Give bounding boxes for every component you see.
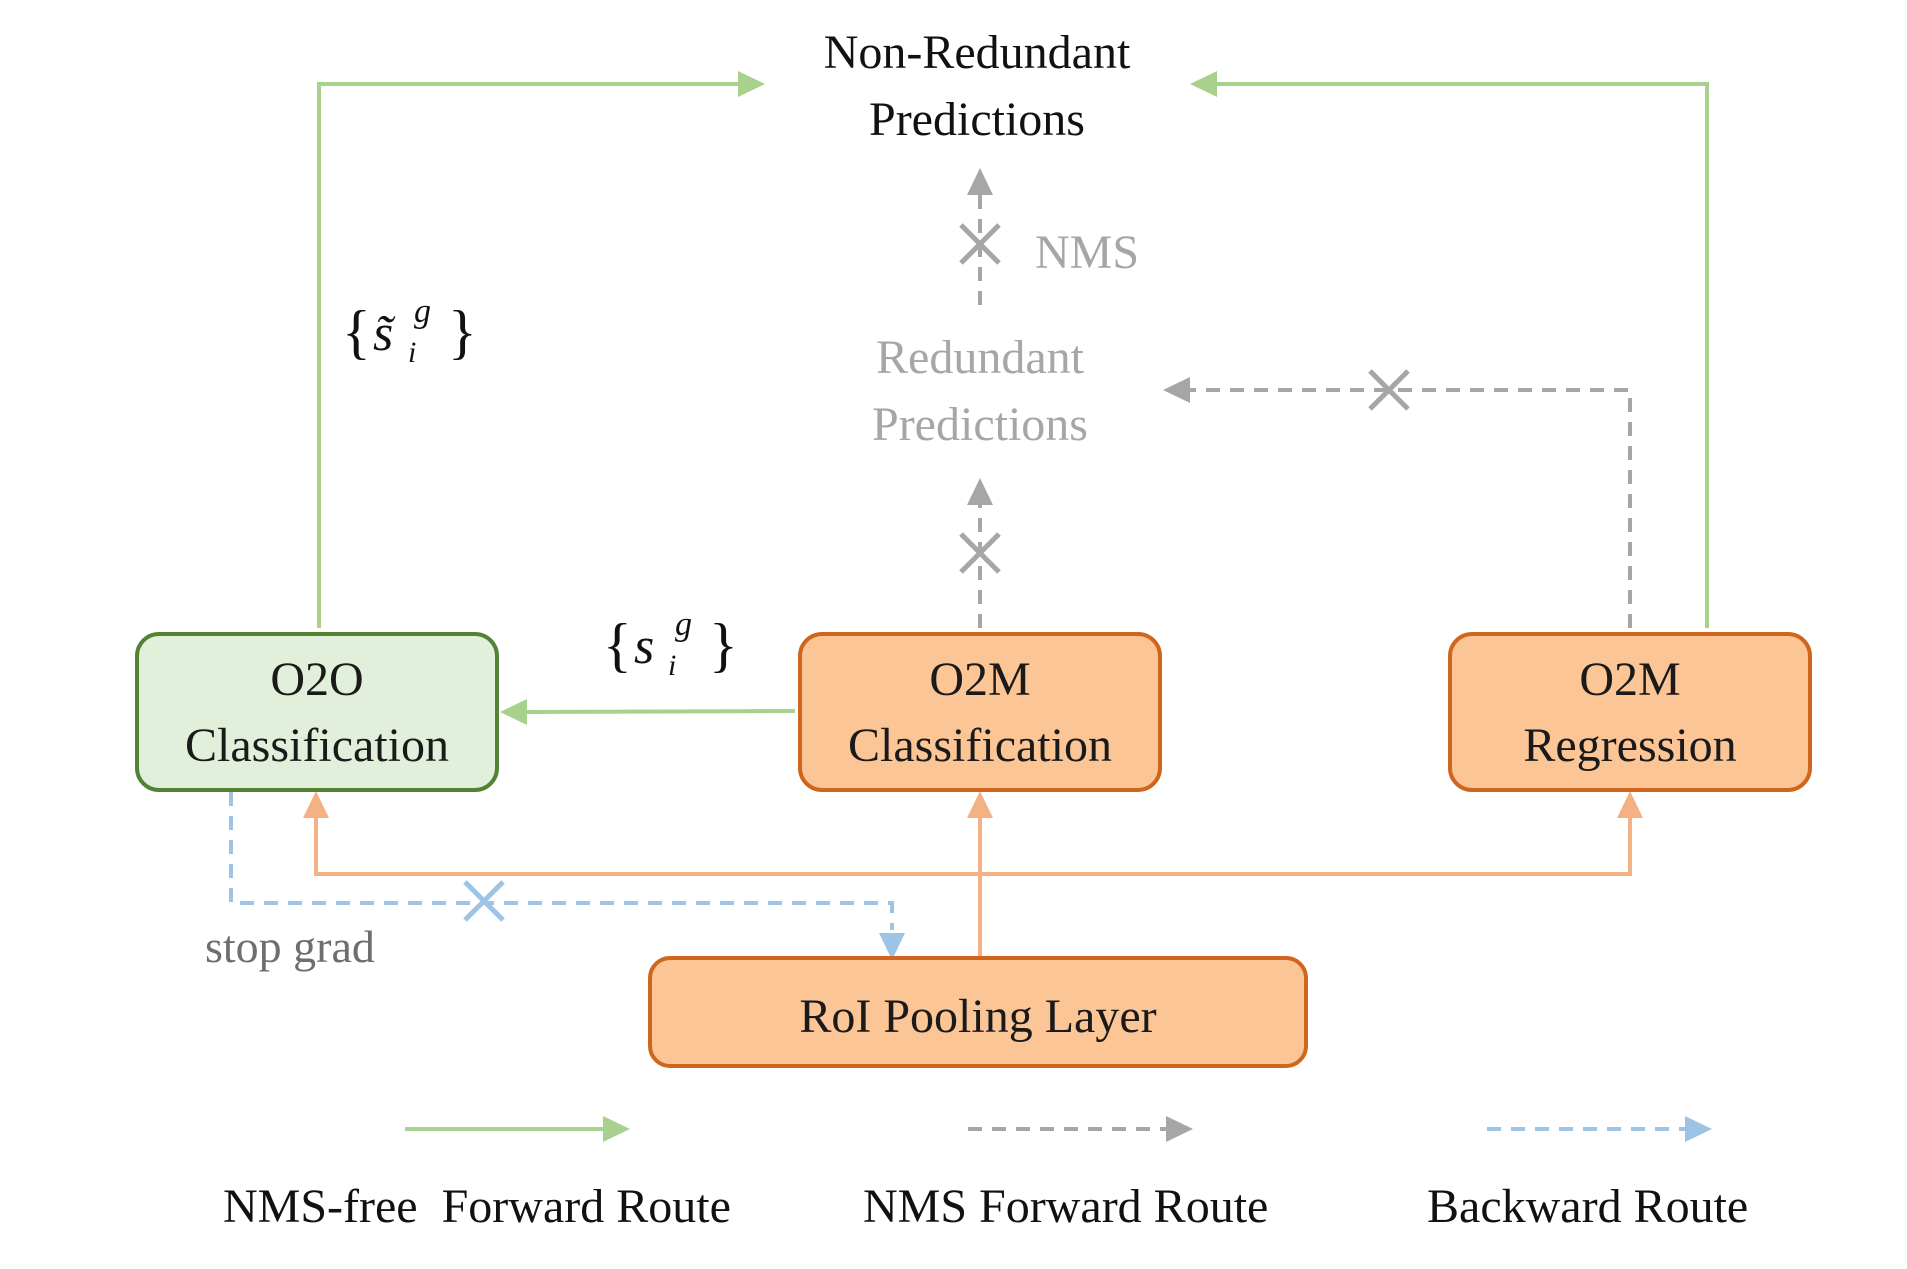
nms-forward-arrowheads xyxy=(967,168,1190,505)
o2mreg-to-redundant-line xyxy=(1190,388,1632,628)
arrowhead-to-nonredundant-right xyxy=(1190,71,1217,97)
cross-icon xyxy=(463,880,505,922)
roi-arrowheads xyxy=(303,791,1643,818)
legend-green-arrowhead xyxy=(603,1116,630,1142)
s-tilde-label: { s̃ g i } xyxy=(342,293,477,369)
math-sub: i xyxy=(668,649,676,682)
arrowhead-to-o2mcls-up xyxy=(967,791,993,818)
legend-blue-arrowhead xyxy=(1685,1116,1712,1142)
gray-cross-marks xyxy=(959,223,1410,574)
o2mcls-to-o2o-line xyxy=(524,709,796,714)
legend-backward-label: Backward Route xyxy=(1427,1180,1748,1233)
legend-gray-arrowhead xyxy=(1166,1116,1193,1142)
o2m-regression-box: O2M Regression xyxy=(1448,632,1812,792)
legend-nms-free-label: NMS-free Forward Route xyxy=(223,1180,731,1233)
o2o-classification-box: O2O Classification xyxy=(135,632,499,792)
arrowhead-to-o2mreg-up xyxy=(1617,791,1643,818)
legend-nms-forward-label: NMS Forward Route xyxy=(863,1180,1268,1233)
brace-open: { xyxy=(603,612,632,678)
backward-route xyxy=(229,792,905,960)
legend-nms-free: NMS-free Forward Route xyxy=(223,1116,731,1233)
redundant-predictions: Redundant Predictions xyxy=(872,331,1088,451)
arrowhead-to-nonredundant-up xyxy=(967,168,993,195)
nonredundant-line1: Non-Redundant xyxy=(824,26,1131,79)
legend-backward: Backward Route xyxy=(1427,1116,1748,1233)
math-symbol: s xyxy=(634,618,654,675)
nms-forward-routes xyxy=(978,195,1632,628)
s-label: { s g i } xyxy=(603,606,738,682)
o2m-classification-box: O2M Classification xyxy=(798,632,1162,792)
nms-label: NMS xyxy=(1035,226,1139,279)
math-sub: i xyxy=(408,336,416,369)
roi-branch-line xyxy=(314,814,1632,876)
non-redundant-predictions: Non-Redundant Predictions xyxy=(824,26,1131,146)
nonredundant-line2: Predictions xyxy=(869,93,1085,146)
nms-free-routes xyxy=(317,71,1709,725)
roi-pooling-box: RoI Pooling Layer xyxy=(648,956,1308,1068)
redundant-line1: Redundant xyxy=(876,331,1085,384)
o2mreg-to-nonredundant-line xyxy=(1215,82,1709,628)
arrowhead-to-nonredundant-left xyxy=(738,71,765,97)
math-sup: g xyxy=(414,293,431,330)
arrowhead-to-redundant-up xyxy=(967,478,993,505)
arrowhead-to-redundant-left xyxy=(1163,377,1190,403)
cross-icon xyxy=(1368,369,1410,411)
legend-nms-forward: NMS Forward Route xyxy=(863,1116,1268,1233)
arrowhead-to-o2o-up xyxy=(303,791,329,818)
cross-icon xyxy=(959,223,1001,265)
roi-label: RoI Pooling Layer xyxy=(799,990,1156,1043)
arrowhead-to-o2o xyxy=(500,699,527,725)
o2o-line1: O2O xyxy=(270,653,363,706)
o2m-cls-line1: O2M xyxy=(929,653,1030,706)
o2o-to-roi-backward-line xyxy=(229,792,894,930)
math-symbol: s̃ xyxy=(373,305,396,362)
legend: NMS-free Forward Route NMS Forward Route… xyxy=(223,1116,1748,1233)
cross-icon xyxy=(959,532,1001,574)
o2o-line2: Classification xyxy=(185,719,449,772)
o2m-cls-line2: Classification xyxy=(848,719,1112,772)
redundant-line2: Predictions xyxy=(872,398,1088,451)
o2m-reg-line2: Regression xyxy=(1523,719,1736,772)
stop-grad-label: stop grad xyxy=(205,921,375,972)
math-sup: g xyxy=(675,606,692,643)
arrowhead-to-roi-down xyxy=(879,933,905,960)
brace-close: } xyxy=(448,299,477,365)
o2m-reg-line1: O2M xyxy=(1579,653,1680,706)
o2o-to-nonredundant-line xyxy=(317,82,740,628)
roi-routes xyxy=(314,814,1632,962)
brace-close: } xyxy=(709,612,738,678)
brace-open: { xyxy=(342,299,371,365)
